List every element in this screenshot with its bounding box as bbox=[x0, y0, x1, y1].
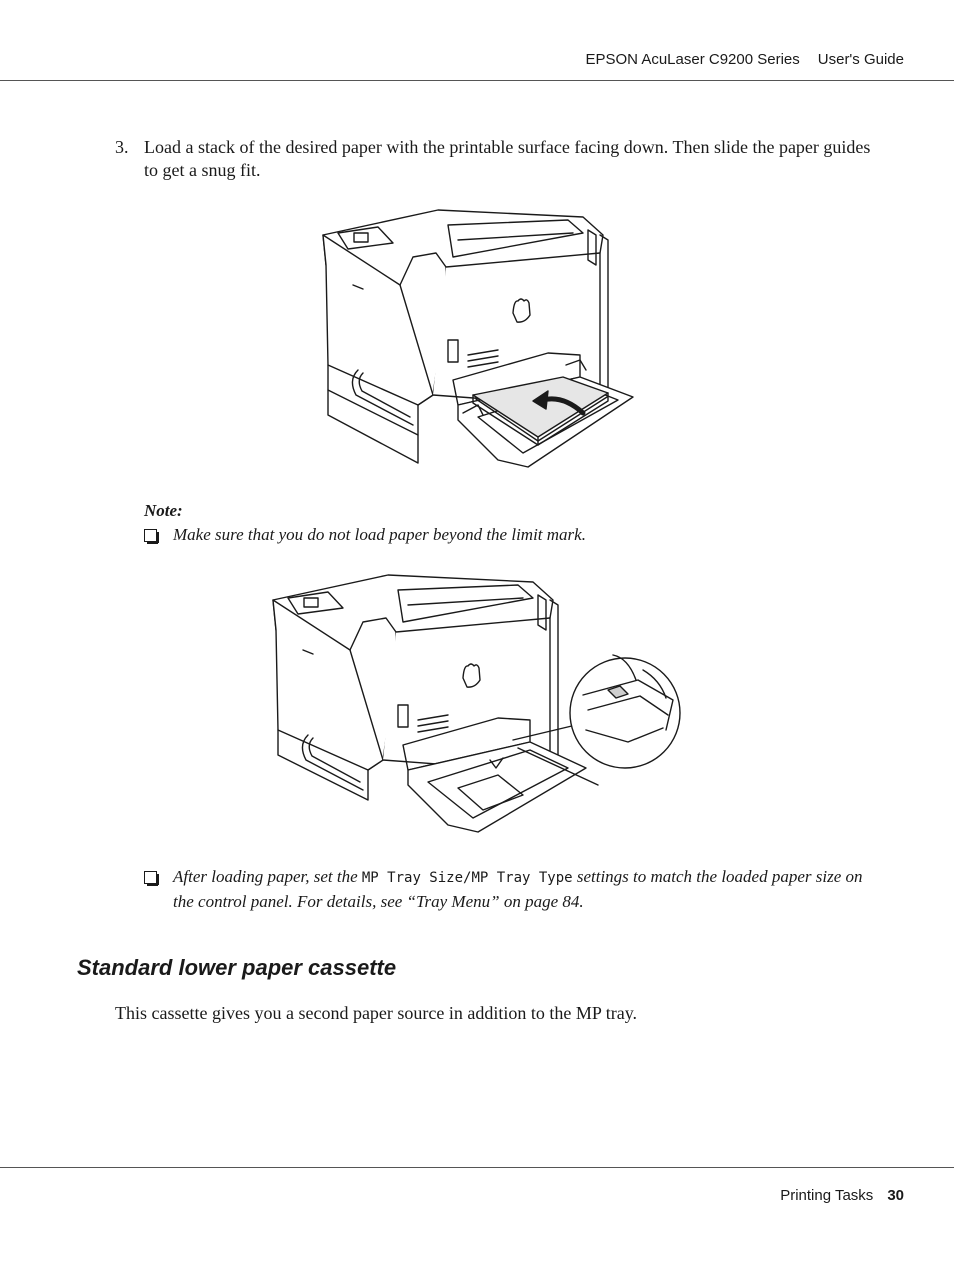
figure-limit-mark bbox=[268, 570, 688, 843]
note-item-2-text: After loading paper, set the MP Tray Siz… bbox=[173, 865, 883, 913]
note-item-2-after: settings to match the loaded paper size … bbox=[173, 867, 863, 911]
page-header: EPSON AcuLaser C9200 Series User's Guide bbox=[585, 51, 904, 68]
checkbox-bullet-icon bbox=[144, 871, 159, 886]
note-item-1-text: Make sure that you do not load paper bey… bbox=[173, 525, 586, 544]
note-item-2-before: After loading paper, set the bbox=[173, 867, 358, 886]
section-paragraph: This cassette gives you a second paper s… bbox=[115, 1003, 638, 1023]
step-text: Load a stack of the desired paper with t… bbox=[144, 137, 871, 180]
step-number: 3. bbox=[115, 137, 129, 157]
footer-rule bbox=[0, 1167, 954, 1168]
section-title: Standard lower paper cassette bbox=[77, 955, 397, 980]
header-guide: User's Guide bbox=[817, 51, 904, 68]
figure-loading-paper bbox=[318, 205, 638, 478]
header-rule bbox=[0, 80, 954, 81]
menu-setting-code: MP Tray Size/MP Tray Type bbox=[361, 870, 573, 886]
printer-loading-paper-illustration bbox=[322, 209, 634, 468]
checkbox-bullet-icon bbox=[144, 529, 159, 544]
header-product: EPSON AcuLaser C9200 Series bbox=[585, 51, 800, 68]
footer-chapter: Printing Tasks bbox=[780, 1187, 874, 1204]
page-number: 30 bbox=[887, 1187, 904, 1204]
printer-limit-mark-illustration bbox=[272, 574, 681, 833]
note-title: Note: bbox=[144, 501, 183, 520]
page-footer: Printing Tasks 30 bbox=[780, 1187, 904, 1204]
